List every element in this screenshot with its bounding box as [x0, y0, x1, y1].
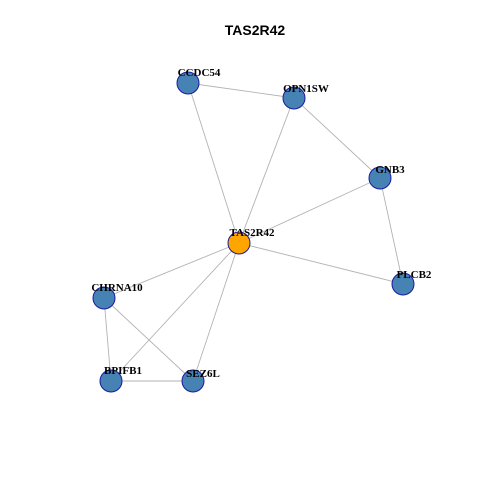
edge-chrna10-bpifb1 — [103, 297, 112, 382]
node-label-plcb2: PLCB2 — [397, 269, 432, 281]
node-gnb3[interactable] — [368, 166, 392, 190]
edge-chrna10-sez6l — [103, 297, 194, 382]
edge-tas2r42-sez6l — [192, 242, 240, 382]
node-tas2r42[interactable] — [227, 231, 251, 255]
node-ccdc54[interactable] — [176, 71, 200, 95]
node-label-gnb3: GNB3 — [375, 164, 405, 176]
node-layer — [92, 71, 415, 393]
node-label-ccdc54: CCDC54 — [178, 67, 221, 79]
node-opn1sw[interactable] — [282, 86, 306, 110]
edge-opn1sw-tas2r42 — [238, 97, 295, 244]
edge-layer — [103, 82, 404, 382]
node-sez6l[interactable] — [181, 369, 205, 393]
edge-tas2r42-plcb2 — [238, 242, 404, 285]
edge-opn1sw-gnb3 — [293, 97, 381, 179]
node-plcb2[interactable] — [391, 272, 415, 296]
node-label-tas2r42: TAS2R42 — [229, 227, 275, 239]
graph-title: TAS2R42 — [225, 22, 286, 38]
edge-ccdc54-tas2r42 — [187, 82, 240, 244]
edge-tas2r42-chrna10 — [103, 242, 240, 299]
edge-gnb3-plcb2 — [379, 177, 404, 285]
node-bpifb1[interactable] — [99, 369, 123, 393]
edge-gnb3-tas2r42 — [238, 177, 381, 244]
node-label-sez6l: SEZ6L — [186, 368, 220, 380]
node-chrna10[interactable] — [92, 286, 116, 310]
edge-tas2r42-bpifb1 — [110, 242, 240, 382]
edge-ccdc54-opn1sw — [187, 82, 295, 99]
node-label-opn1sw: OPN1SW — [283, 83, 329, 95]
node-label-bpifb1: BPIFB1 — [104, 365, 142, 377]
node-label-chrna10: CHRNA10 — [91, 282, 143, 294]
